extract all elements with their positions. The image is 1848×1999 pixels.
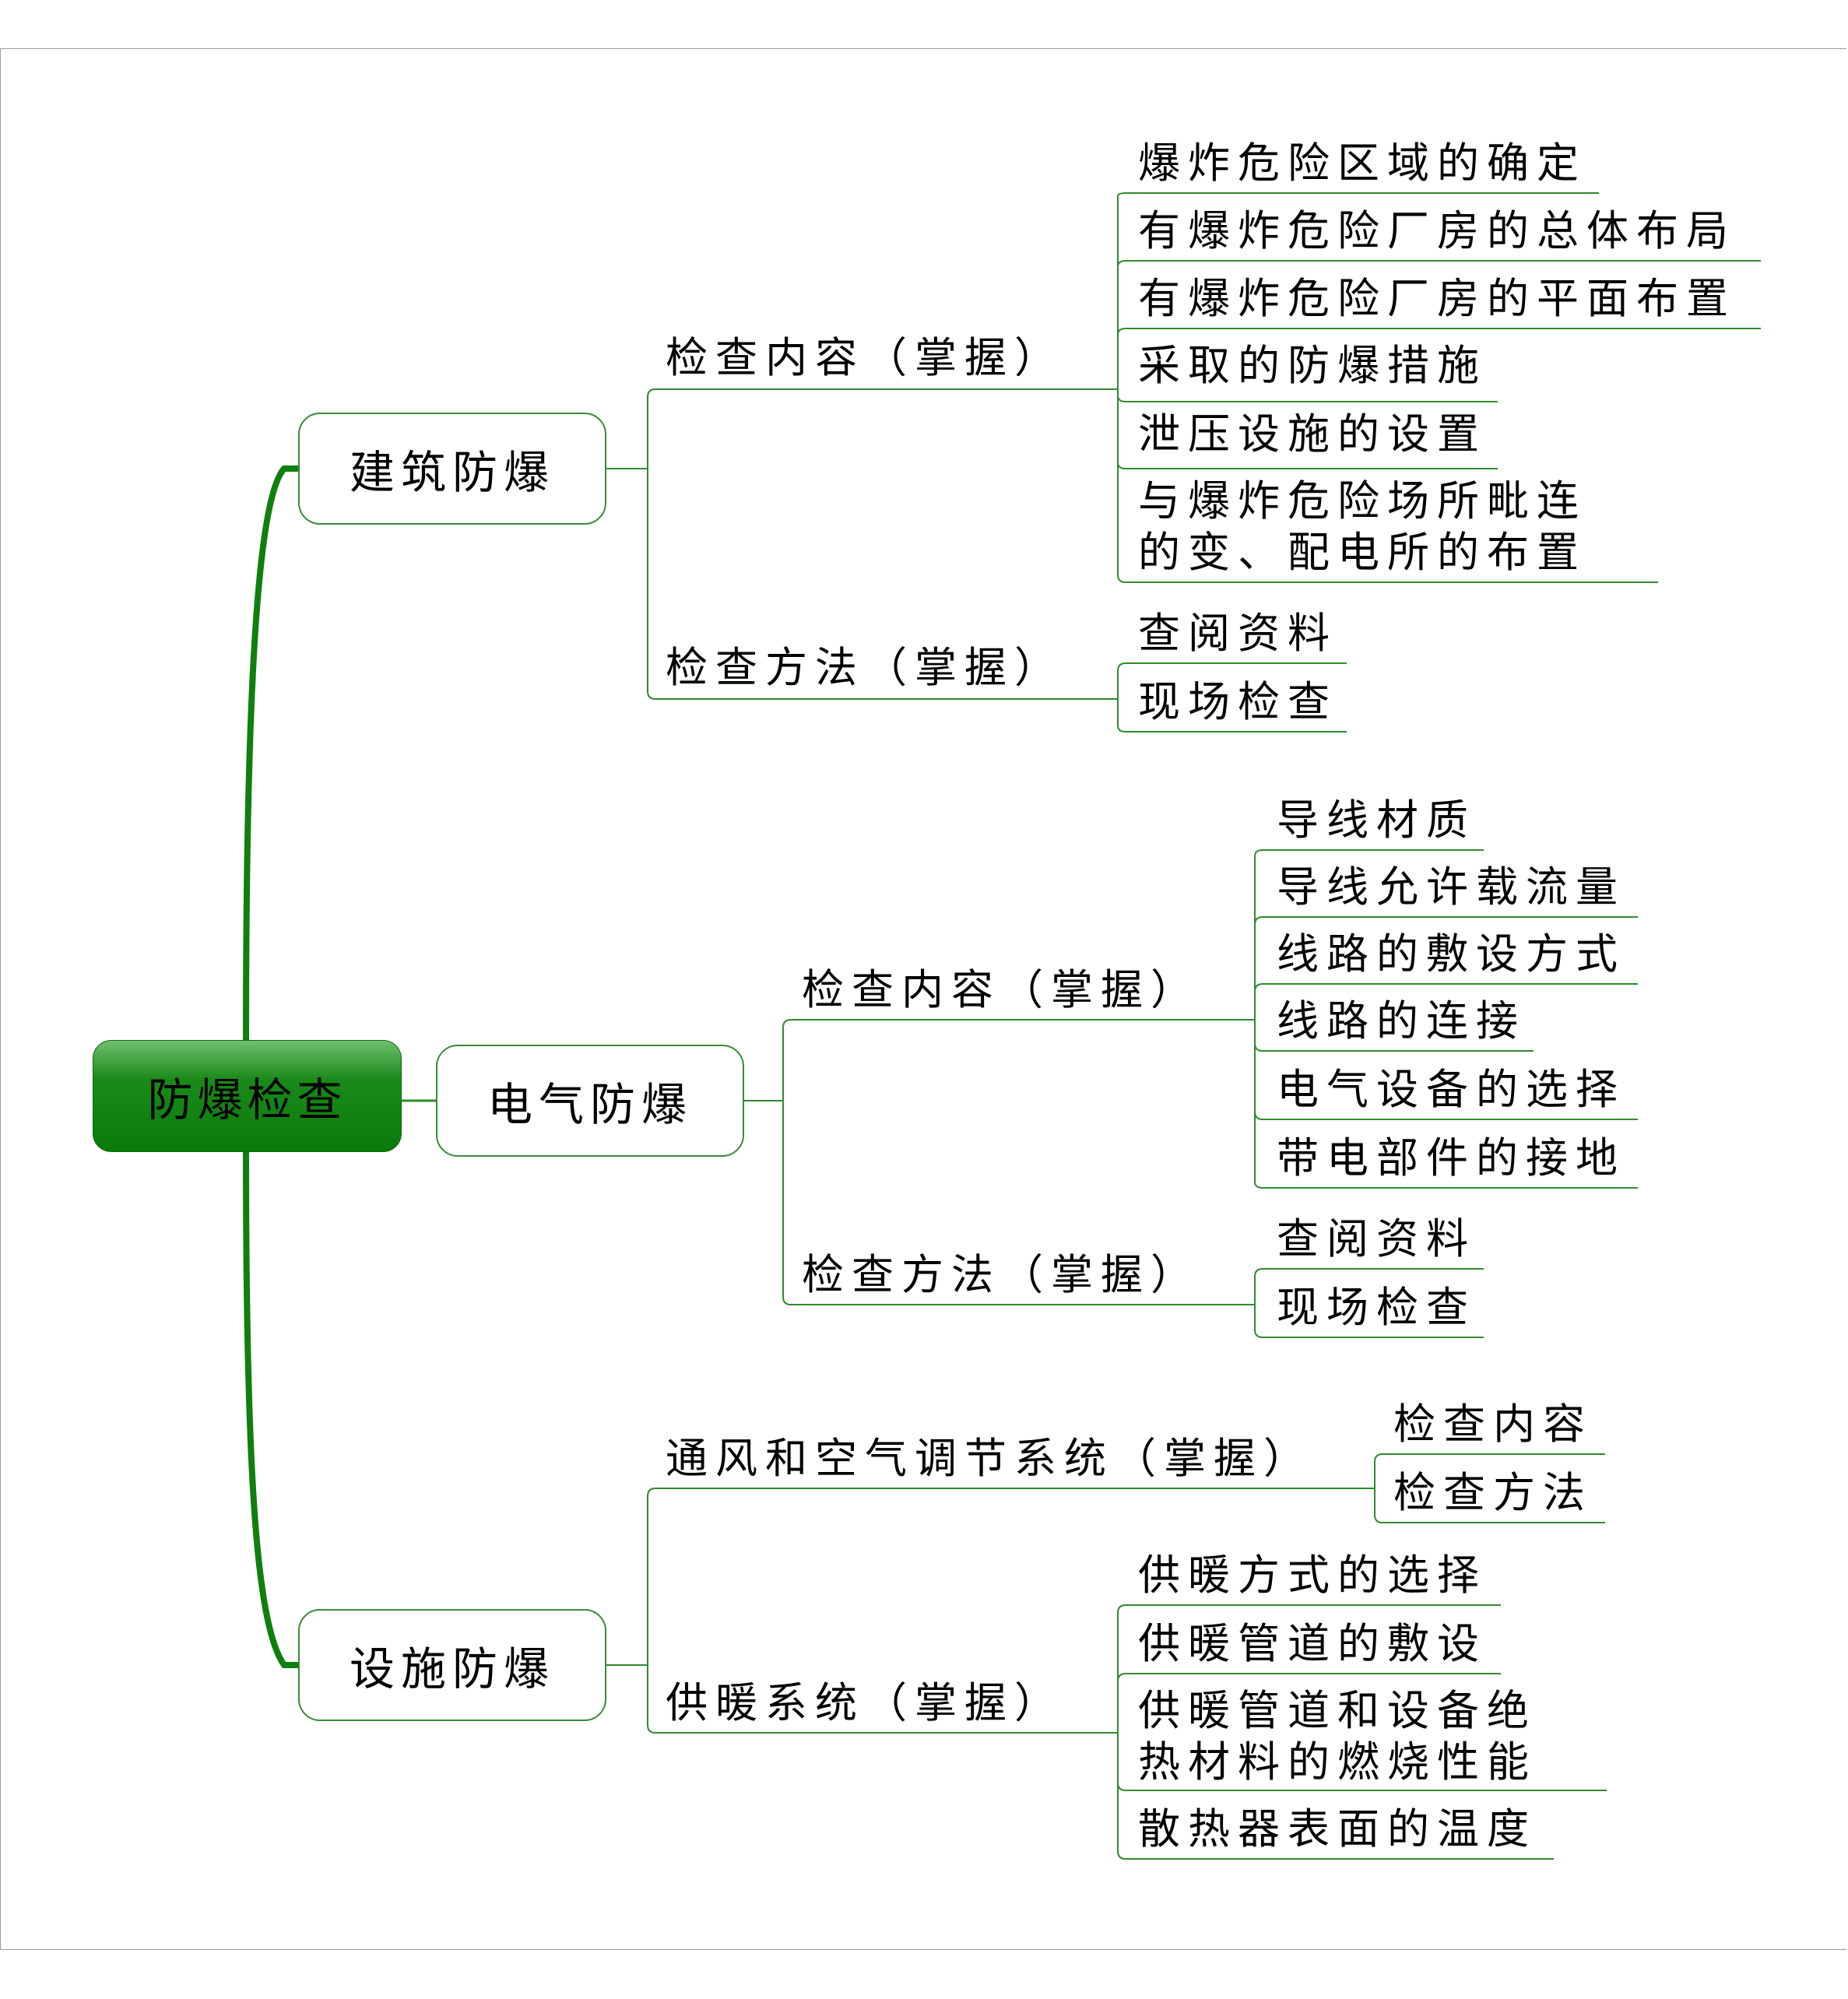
- subtopic-ventilation-hvac[interactable]: 通风和空气调节系统（掌握）: [666, 1434, 1313, 1483]
- branch-facility-explosion-proof[interactable]: 设施防爆: [298, 1609, 606, 1721]
- leaf-item[interactable]: 爆炸危险区域的确定: [1138, 139, 1586, 188]
- leaf-item[interactable]: 采取的防爆措施: [1138, 341, 1487, 390]
- branch-label: 设施防爆: [349, 1642, 555, 1695]
- leaf-item[interactable]: 查阅资料: [1138, 609, 1337, 658]
- leaf-item[interactable]: 线路的连接: [1277, 996, 1526, 1045]
- leaf-item-line2[interactable]: 热材料的燃烧性能: [1138, 1737, 1537, 1786]
- subtopic-inspection-method[interactable]: 检查方法（掌握）: [802, 1250, 1200, 1299]
- branch-label: 电气防爆: [487, 1078, 693, 1131]
- subtopic-heating-system[interactable]: 供暖系统（掌握）: [666, 1678, 1064, 1727]
- leaf-item[interactable]: 导线材质: [1277, 796, 1476, 845]
- leaf-item[interactable]: 电气设备的选择: [1277, 1065, 1625, 1114]
- root-node[interactable]: 防爆检查: [93, 1040, 402, 1152]
- leaf-item[interactable]: 现场检查: [1277, 1283, 1476, 1332]
- leaf-item[interactable]: 检查方法: [1393, 1468, 1593, 1517]
- diagram-frame: [0, 48, 1846, 1950]
- subtopic-inspection-method[interactable]: 检查方法（掌握）: [666, 643, 1064, 692]
- leaf-item-line1[interactable]: 供暖管道和设备绝: [1138, 1686, 1537, 1735]
- branch-label: 建筑防爆: [349, 446, 555, 499]
- leaf-item[interactable]: 泄压设施的设置: [1138, 409, 1487, 458]
- leaf-item[interactable]: 线路的敷设方式: [1277, 929, 1625, 978]
- leaf-item[interactable]: 供暖方式的选择: [1138, 1551, 1487, 1600]
- leaf-item-line2[interactable]: 的变、配电所的布置: [1138, 528, 1586, 577]
- subtopic-inspection-content[interactable]: 检查内容（掌握）: [802, 965, 1200, 1014]
- leaf-item[interactable]: 有爆炸危险厂房的总体布局: [1138, 206, 1736, 255]
- leaf-item[interactable]: 有爆炸危险厂房的平面布置: [1138, 274, 1736, 323]
- branch-building-explosion-proof[interactable]: 建筑防爆: [298, 413, 606, 525]
- branch-electrical-explosion-proof[interactable]: 电气防爆: [436, 1045, 744, 1157]
- leaf-item[interactable]: 查阅资料: [1277, 1214, 1476, 1263]
- leaf-item[interactable]: 导线允许载流量: [1277, 862, 1625, 912]
- leaf-item[interactable]: 散热器表面的温度: [1138, 1804, 1537, 1853]
- leaf-item[interactable]: 现场检查: [1138, 677, 1337, 726]
- root-label: 防爆检查: [147, 1073, 347, 1126]
- leaf-item[interactable]: 检查内容: [1393, 1400, 1593, 1449]
- leaf-item[interactable]: 带电部件的接地: [1277, 1133, 1625, 1182]
- leaf-item[interactable]: 供暖管道的敷设: [1138, 1619, 1487, 1668]
- leaf-item-line1[interactable]: 与爆炸危险场所毗连: [1138, 476, 1586, 525]
- subtopic-inspection-content[interactable]: 检查内容（掌握）: [666, 333, 1064, 382]
